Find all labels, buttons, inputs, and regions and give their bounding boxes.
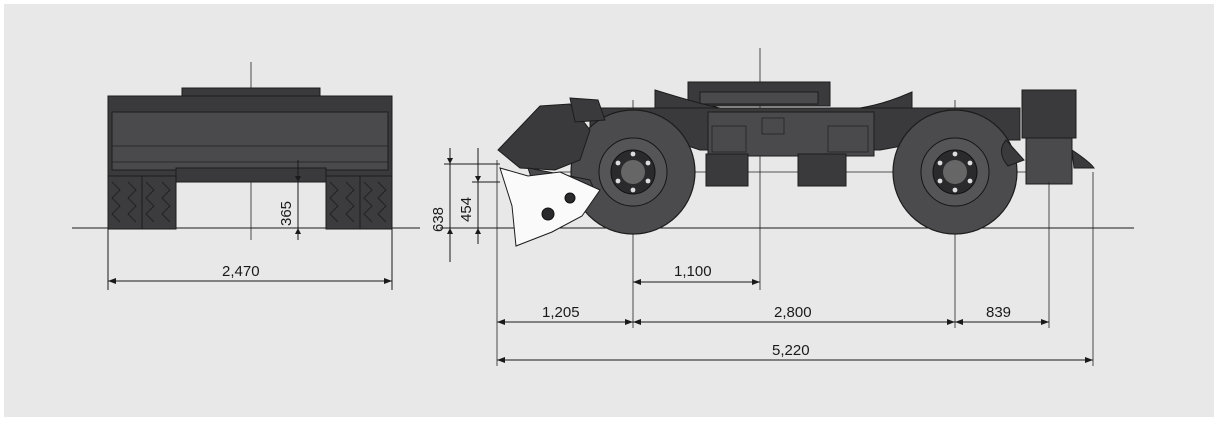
rear-view: 365 2,470 [72, 62, 420, 290]
rear-bumper [1001, 89, 1095, 185]
side-view: 638 454 1,100 1,205 2,800 839 5,220 [430, 48, 1134, 366]
rear-overhang-label: 839 [986, 304, 1011, 321]
overall-length-label: 5,220 [772, 342, 810, 359]
rear-wheel [892, 109, 1018, 235]
rear-left-tires [107, 175, 177, 230]
rear-width-label: 2,470 [222, 263, 260, 280]
hitch-height-outer-label: 638 [430, 207, 447, 232]
front-wheel [570, 109, 696, 235]
ground-clearance-label: 365 [278, 201, 295, 226]
front-blade [497, 97, 606, 247]
kingpin-to-axle-label: 1,100 [674, 263, 712, 280]
hitch-height-inner-label: 454 [458, 197, 475, 222]
wheelbase-label: 2,800 [774, 304, 812, 321]
rear-right-tires [325, 175, 393, 230]
front-overhang-label: 1,205 [542, 304, 580, 321]
